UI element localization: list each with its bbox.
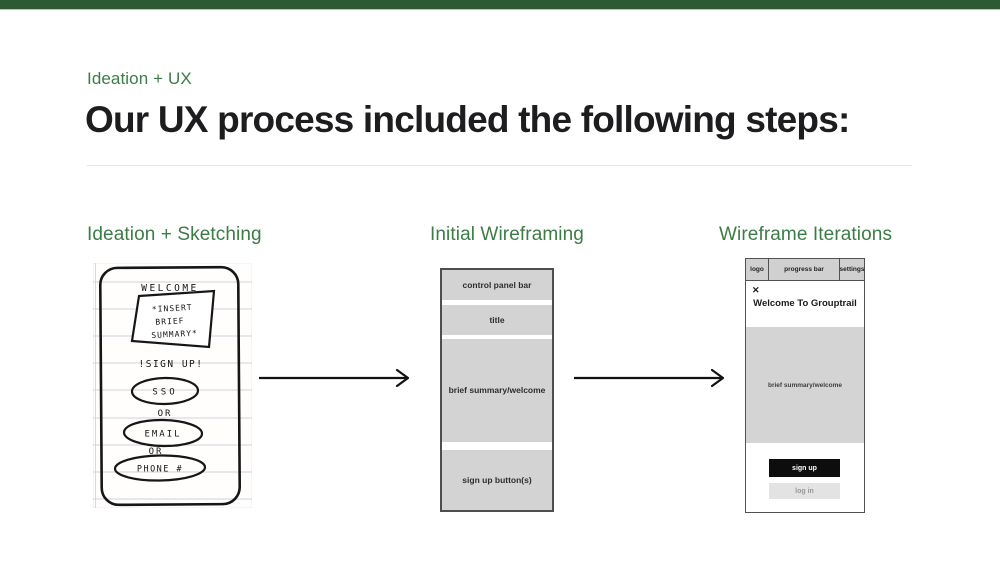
page-title: Our UX process included the following st… bbox=[85, 99, 850, 140]
wireframe-block-brief-summary: brief summary/welcome bbox=[442, 339, 552, 442]
initial-wireframe-mockup: control panel bar title brief summary/we… bbox=[440, 268, 554, 512]
sketch-sso-oval bbox=[130, 376, 200, 406]
mock-settings-cell: settings bbox=[839, 259, 864, 280]
top-accent-bar bbox=[0, 0, 1000, 10]
sketch-email-oval bbox=[122, 418, 204, 448]
sketch-photo: WELCOME *INSERT BRIEF SUMMARY* !SIGN UP!… bbox=[93, 263, 252, 508]
mock-sign-up-button: sign up bbox=[769, 459, 840, 477]
column-header-initial-wireframing: Initial Wireframing bbox=[430, 224, 584, 245]
sketch-phone-oval bbox=[113, 454, 207, 482]
sketch-sso-label: SSO bbox=[152, 388, 177, 398]
mock-progress-bar-cell: progress bar bbox=[769, 259, 839, 280]
sketch-phone-label: PHONE # bbox=[137, 465, 183, 475]
close-icon: ✕ bbox=[752, 285, 760, 295]
sketch-or2-label: OR bbox=[149, 447, 164, 457]
title-divider bbox=[87, 165, 912, 166]
mock-welcome-heading: Welcome To Grouptrail bbox=[753, 298, 857, 309]
arrow-right-icon bbox=[574, 368, 725, 388]
arrow-right-icon bbox=[259, 368, 410, 388]
wireframe-block-control-panel-bar: control panel bar bbox=[442, 270, 552, 300]
sketch-welcome-label: WELCOME bbox=[141, 283, 199, 294]
column-header-ideation-sketching: Ideation + Sketching bbox=[87, 224, 262, 245]
mock-top-bar: logo progress bar settings bbox=[746, 259, 864, 281]
sketch-summary-box bbox=[130, 289, 216, 349]
sketch-signup-label: !SIGN UP! bbox=[139, 359, 204, 370]
sketch-phone-frame bbox=[98, 265, 242, 507]
sketch-summary-text: *INSERT BRIEF SUMMARY* bbox=[151, 303, 198, 340]
mock-log-in-button: log in bbox=[769, 483, 840, 499]
sketch-email-label: EMAIL bbox=[144, 430, 181, 440]
sketch-insert-line1: *INSERT bbox=[152, 303, 193, 314]
iteration-wireframe-mockup: logo progress bar settings ✕ Welcome To … bbox=[745, 258, 865, 513]
sketch-insert-line3: SUMMARY* bbox=[151, 329, 198, 340]
wireframe-block-sign-up-buttons: sign up button(s) bbox=[442, 450, 552, 510]
section-eyebrow: Ideation + UX bbox=[87, 69, 192, 88]
wireframe-block-title: title bbox=[442, 305, 552, 335]
column-header-wireframe-iterations: Wireframe Iterations bbox=[719, 224, 893, 245]
sketch-or1-label: OR bbox=[158, 409, 173, 419]
mock-logo-cell: logo bbox=[746, 259, 769, 280]
sketch-insert-line2: BRIEF bbox=[155, 316, 185, 327]
mock-brief-summary-block: brief summary/welcome bbox=[746, 327, 864, 443]
